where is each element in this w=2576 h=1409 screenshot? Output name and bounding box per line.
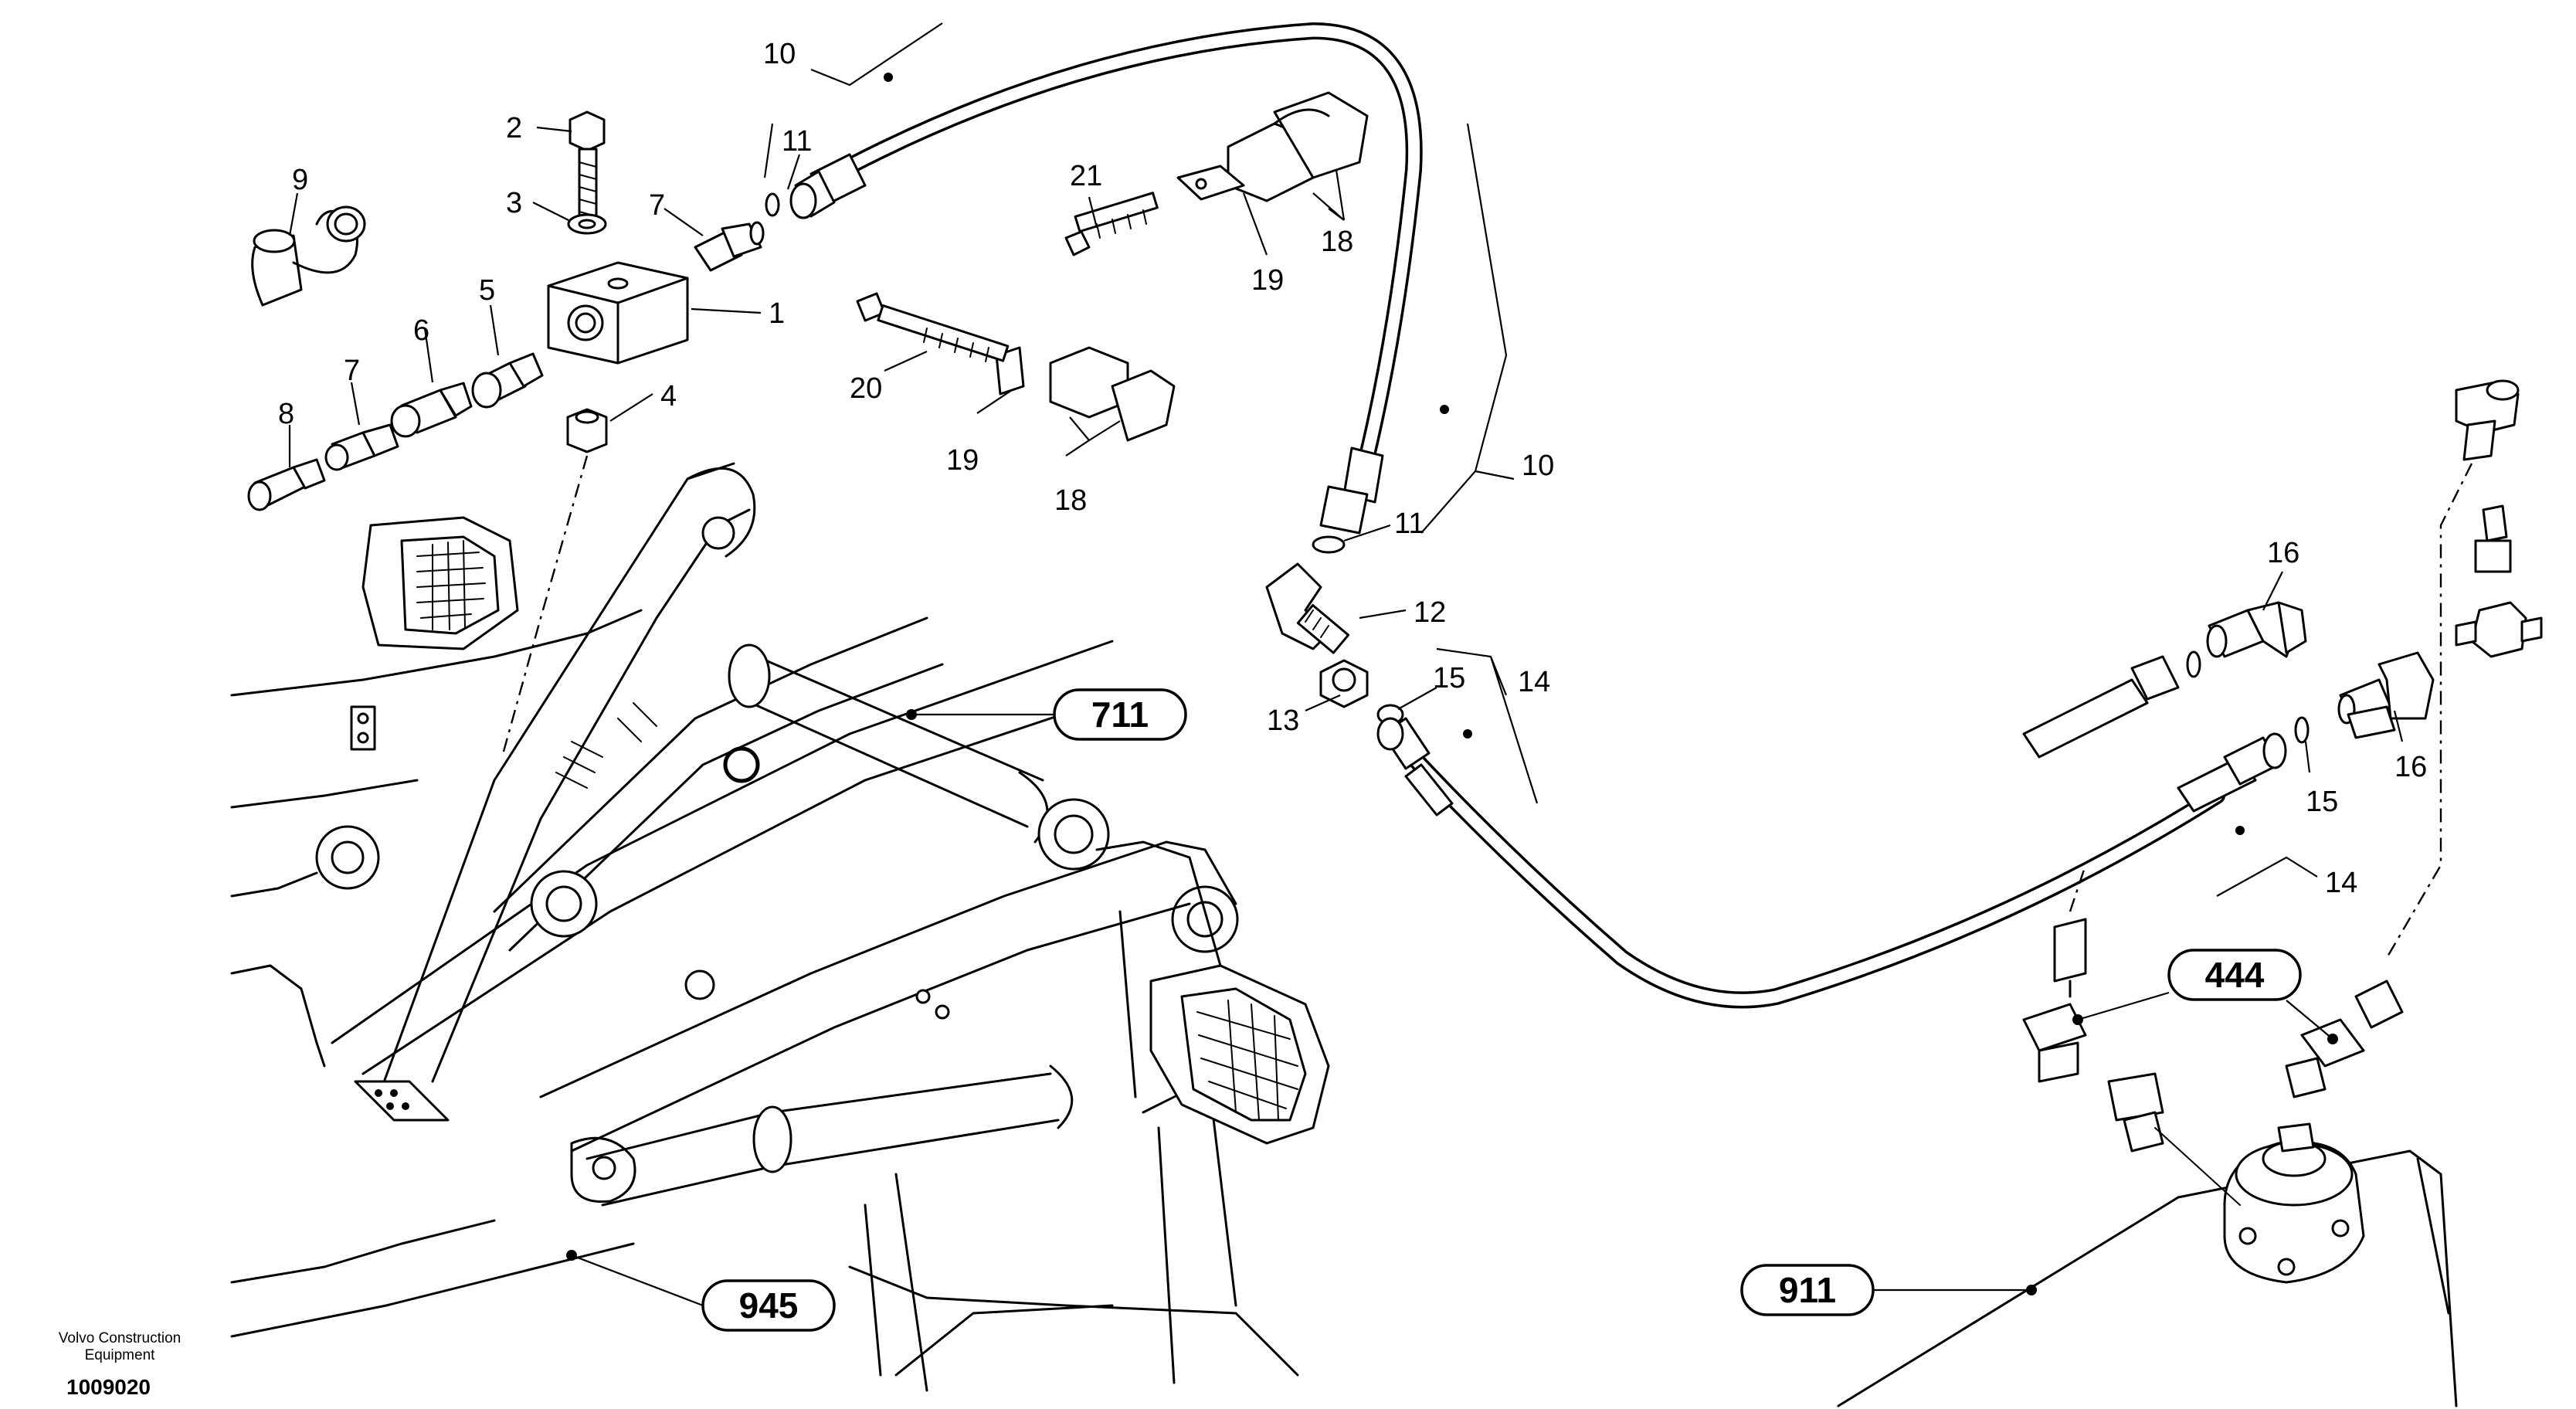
label-21: 21: [1070, 160, 1102, 192]
label-6: 6: [413, 314, 429, 347]
label-11a: 11: [782, 125, 812, 158]
label-18a: 18: [1321, 226, 1353, 258]
leader-lines: [288, 22, 2404, 1307]
label-7b: 7: [344, 355, 360, 387]
label-10a: 10: [763, 38, 796, 70]
lubrication-pump-tank: [1837, 864, 2458, 1407]
loader-frame-drawing: [230, 462, 1299, 1392]
reference-callout-711: 711: [1053, 688, 1187, 741]
work-lamp-upper-icon: [361, 516, 519, 650]
reference-911-text: 911: [1779, 1270, 1836, 1310]
valve-block-assembly: [247, 110, 765, 758]
label-14b: 14: [2325, 867, 2357, 899]
company-name: Volvo Construction Equipment: [31, 1330, 209, 1364]
reference-945-text: 945: [739, 1285, 799, 1326]
label-15b: 15: [2306, 786, 2338, 818]
label-5: 5: [479, 274, 495, 307]
label-10b: 10: [1522, 450, 1554, 482]
company-line-1: Volvo Construction: [58, 1330, 182, 1346]
part-labels: 1 2 3 4 5 6 7 7 8 9 10 10 11 11 12 13 14…: [278, 38, 2427, 899]
label-11b: 11: [1394, 508, 1424, 540]
label-12: 12: [1414, 596, 1446, 629]
label-13: 13: [1267, 704, 1299, 737]
label-14a: 14: [1518, 666, 1550, 698]
label-16a: 16: [2267, 537, 2299, 569]
elbow-12-nut-13: [1265, 562, 1404, 725]
reference-callout-945: 945: [701, 1279, 836, 1332]
document-number: 1009020: [66, 1375, 151, 1399]
reference-callout-444: 444: [2167, 949, 2302, 1001]
label-18b: 18: [1054, 484, 1087, 517]
label-19a: 19: [1251, 264, 1284, 297]
label-15a: 15: [1433, 662, 1465, 694]
label-9: 9: [292, 164, 308, 196]
label-20: 20: [850, 372, 882, 405]
label-3: 3: [506, 187, 522, 219]
hose-10: [765, 22, 1423, 554]
work-lamp-lower-icon: [1149, 964, 1330, 1145]
label-16b: 16: [2394, 751, 2427, 783]
clamp-set-lower: [856, 292, 1176, 442]
label-2: 2: [506, 112, 522, 144]
reference-711-text: 711: [1091, 694, 1149, 735]
label-8: 8: [278, 398, 294, 430]
fittings-16: [2022, 601, 2435, 759]
label-19b: 19: [946, 444, 979, 477]
label-4: 4: [660, 380, 677, 413]
company-line-2: Equipment: [84, 1347, 155, 1363]
label-1: 1: [769, 297, 785, 330]
clamp-set-upper: [1064, 91, 1369, 256]
reference-callout-911: 911: [1740, 1264, 1875, 1316]
side-fittings-column: [2385, 379, 2543, 959]
hose-14: [1376, 716, 2310, 1009]
label-7a: 7: [649, 189, 665, 222]
reference-444-text: 444: [2205, 955, 2265, 995]
